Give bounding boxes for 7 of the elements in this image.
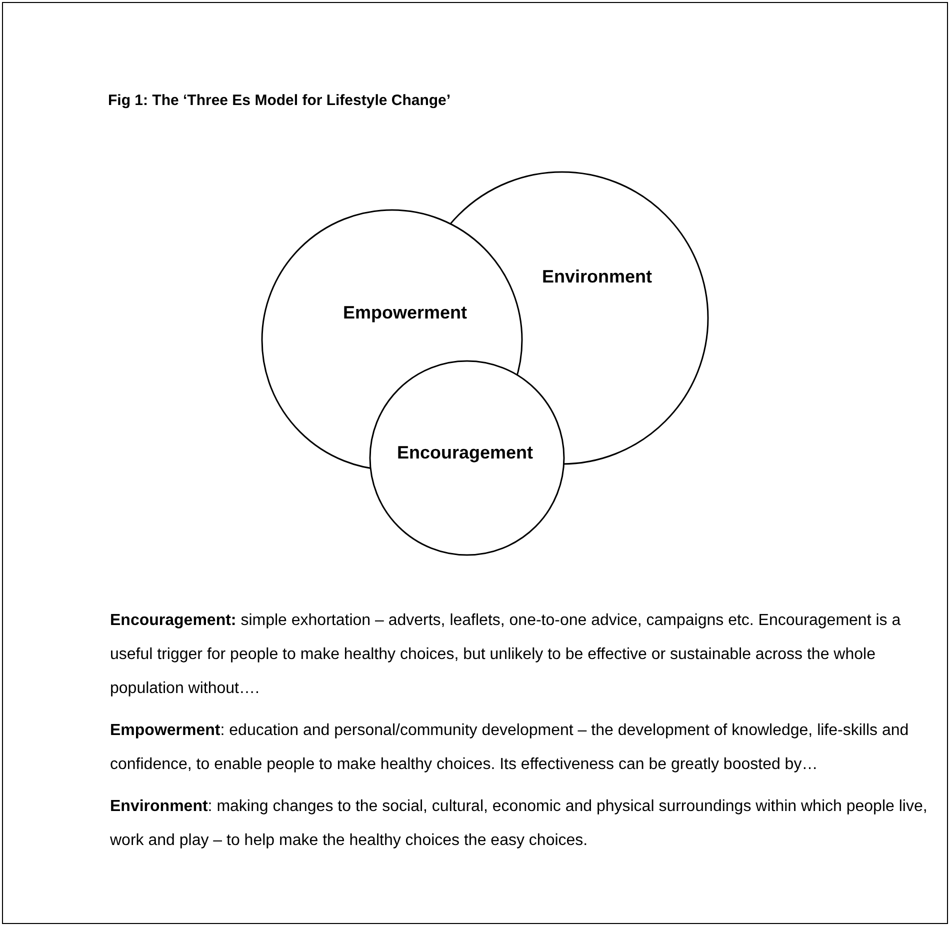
circle-label: Environment <box>542 266 652 288</box>
description-paragraph: Environment: making changes to the social, cultural, economic and physical surroundings within which people live, work and play – to help make the healthy choices the easy choices. <box>110 797 928 851</box>
circle-label: Encouragement <box>396 442 534 464</box>
circle-label: Empowerment <box>342 302 468 324</box>
figure-title: Fig 1: The ‘Three Es Model for Lifestyle Change’ <box>108 92 451 109</box>
description-paragraph: Empowerment: education and personal/community development – the development of knowledge, life-skills and confidence, to enable people to make healthy choices. Its effectiveness can be greatly boosted by… <box>110 721 910 775</box>
description-paragraph: Encouragement: simple exhortation – adverts, leaflets, one-to-one advice, campaigns etc. Encouragement is a useful trigger for people to make healthy choices, but unlikely to be effective or sustainable across the whole population without…. <box>110 611 902 699</box>
